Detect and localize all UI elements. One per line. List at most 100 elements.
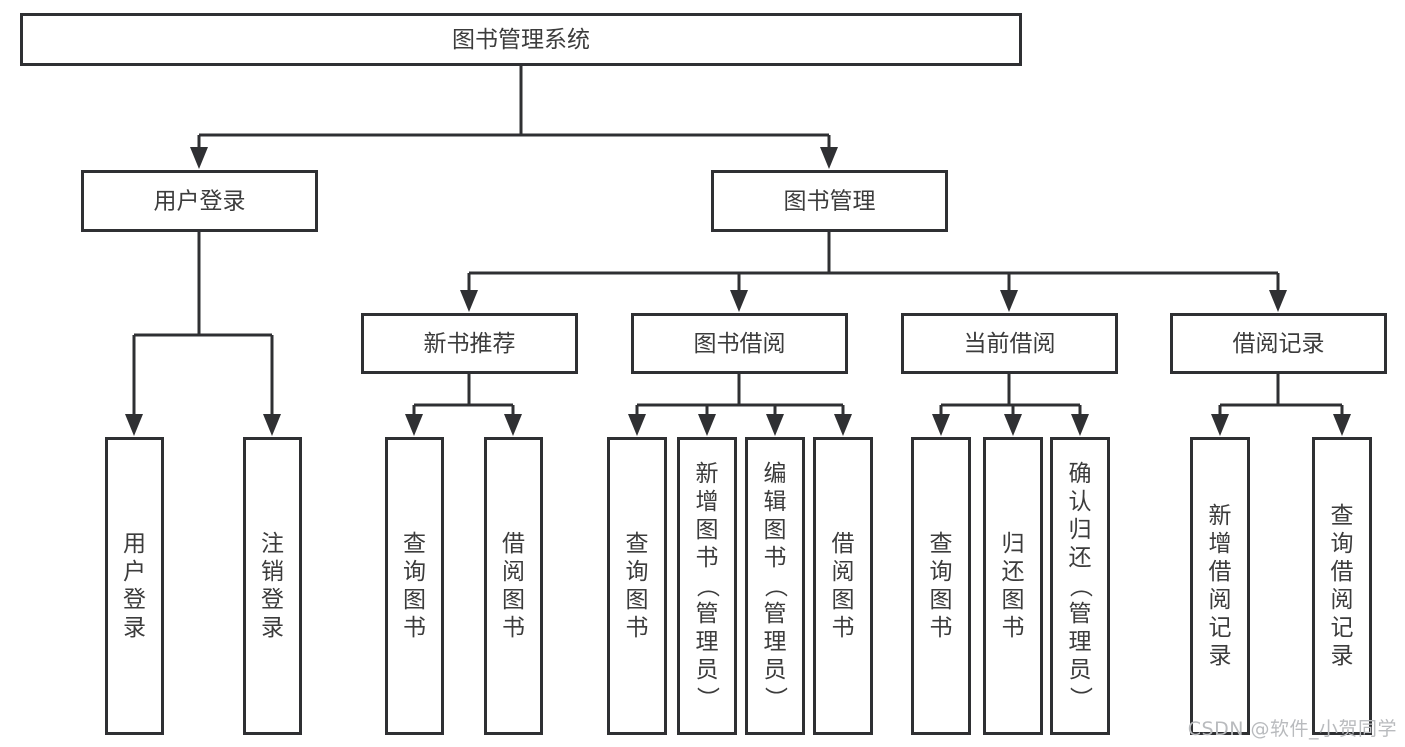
connector-arrowhead-icon bbox=[460, 290, 478, 312]
node-box[interactable] bbox=[105, 437, 164, 735]
node-box[interactable] bbox=[361, 313, 578, 374]
node-label-char: 管 bbox=[696, 601, 719, 627]
node-l2-login[interactable]: 用户登录 bbox=[81, 170, 318, 232]
node-label: 图书借阅 bbox=[694, 331, 786, 357]
node-label-char: 图 bbox=[832, 587, 855, 613]
node-label-char: 查 bbox=[403, 531, 426, 557]
node-box[interactable] bbox=[983, 437, 1043, 735]
node-box[interactable] bbox=[1190, 437, 1250, 735]
node-label-char: 确 bbox=[1069, 461, 1092, 487]
node-box[interactable] bbox=[484, 437, 543, 735]
node-label-char: ） bbox=[1067, 687, 1093, 710]
node-box[interactable] bbox=[911, 437, 971, 735]
node-l3-record[interactable]: 借阅记录 bbox=[1170, 313, 1387, 374]
node-label-char: 阅 bbox=[502, 559, 525, 585]
node-box[interactable] bbox=[813, 437, 873, 735]
node-label-char: （ bbox=[762, 575, 788, 598]
node-label-char: 书 bbox=[764, 545, 787, 571]
node-label-char: 登 bbox=[261, 587, 284, 613]
node-label-char: 书 bbox=[930, 615, 953, 641]
node-label-char: 新 bbox=[1209, 503, 1232, 529]
connector-arrowhead-icon bbox=[820, 147, 838, 169]
node-label: 图书管理系统 bbox=[452, 27, 590, 53]
csdn-watermark: CSDN @软件_小贺同学 bbox=[1187, 718, 1397, 740]
node-label-char: 员 bbox=[696, 657, 719, 683]
node-box[interactable] bbox=[711, 170, 948, 232]
node-label-char: 书 bbox=[626, 615, 649, 641]
connector-group-l2-login bbox=[125, 232, 281, 436]
node-label-char: 归 bbox=[1002, 531, 1025, 557]
connector-arrowhead-icon bbox=[263, 414, 281, 436]
node-label-char: 销 bbox=[261, 559, 284, 585]
node-root[interactable]: 图书管理系统 bbox=[20, 13, 1022, 66]
node-l2-bookmgmt[interactable]: 图书管理 bbox=[711, 170, 948, 232]
node-box[interactable] bbox=[677, 437, 737, 735]
connector-group-root bbox=[190, 66, 838, 169]
node-box[interactable] bbox=[607, 437, 667, 735]
node-label-char: 书 bbox=[696, 545, 719, 571]
node-box[interactable] bbox=[1312, 437, 1372, 735]
node-label-char: 阅 bbox=[832, 559, 855, 585]
node-box[interactable] bbox=[631, 313, 848, 374]
node-box[interactable] bbox=[385, 437, 444, 735]
node-label: 用户登录 bbox=[154, 189, 246, 215]
node-l3-newbook[interactable]: 新书推荐 bbox=[361, 313, 578, 374]
node-l4-userlogin[interactable]: 用户登录 bbox=[105, 437, 164, 735]
connector-arrowhead-icon bbox=[1000, 290, 1018, 312]
node-label-char: ） bbox=[694, 687, 720, 710]
node-label-char: 图 bbox=[696, 517, 719, 543]
node-label-char: 询 bbox=[403, 559, 426, 585]
node-label-char: 还 bbox=[1002, 559, 1025, 585]
node-label-char: 查 bbox=[626, 531, 649, 557]
node-label-char: 书 bbox=[403, 615, 426, 641]
node-box[interactable] bbox=[81, 170, 318, 232]
node-label-char: 书 bbox=[832, 615, 855, 641]
node-label-char: 询 bbox=[626, 559, 649, 585]
node-box[interactable] bbox=[1050, 437, 1110, 735]
node-label-char: 图 bbox=[764, 517, 787, 543]
node-label-char: 归 bbox=[1069, 517, 1092, 543]
connector-arrowhead-icon bbox=[1211, 414, 1229, 436]
node-l3-current[interactable]: 当前借阅 bbox=[901, 313, 1118, 374]
connector-arrowhead-icon bbox=[766, 414, 784, 436]
connector-layer bbox=[125, 66, 1351, 436]
connector-arrowhead-icon bbox=[834, 414, 852, 436]
node-label-char: 查 bbox=[1331, 503, 1354, 529]
node-box[interactable] bbox=[745, 437, 805, 735]
node-label-char: 借 bbox=[502, 531, 525, 557]
node-label-char: 询 bbox=[930, 559, 953, 585]
node-label-char: 还 bbox=[1069, 545, 1092, 571]
connector-arrowhead-icon bbox=[1269, 290, 1287, 312]
node-label-char: 录 bbox=[1331, 643, 1354, 669]
node-label: 借阅记录 bbox=[1233, 331, 1325, 357]
node-label: 当前借阅 bbox=[964, 331, 1056, 357]
connector-arrowhead-icon bbox=[730, 290, 748, 312]
node-label-char: 新 bbox=[696, 461, 719, 487]
connector-arrowhead-icon bbox=[405, 414, 423, 436]
node-l3-borrow[interactable]: 图书借阅 bbox=[631, 313, 848, 374]
node-label-char: 理 bbox=[764, 629, 787, 655]
node-label-char: （ bbox=[694, 575, 720, 598]
connector-arrowhead-icon bbox=[125, 414, 143, 436]
node-box[interactable] bbox=[901, 313, 1118, 374]
node-box[interactable] bbox=[20, 13, 1022, 66]
node-label-char: 辑 bbox=[764, 489, 787, 515]
node-label-char: 编 bbox=[764, 461, 787, 487]
connector-arrowhead-icon bbox=[504, 414, 522, 436]
connector-arrowhead-icon bbox=[698, 414, 716, 436]
node-box[interactable] bbox=[243, 437, 302, 735]
node-box[interactable] bbox=[1170, 313, 1387, 374]
